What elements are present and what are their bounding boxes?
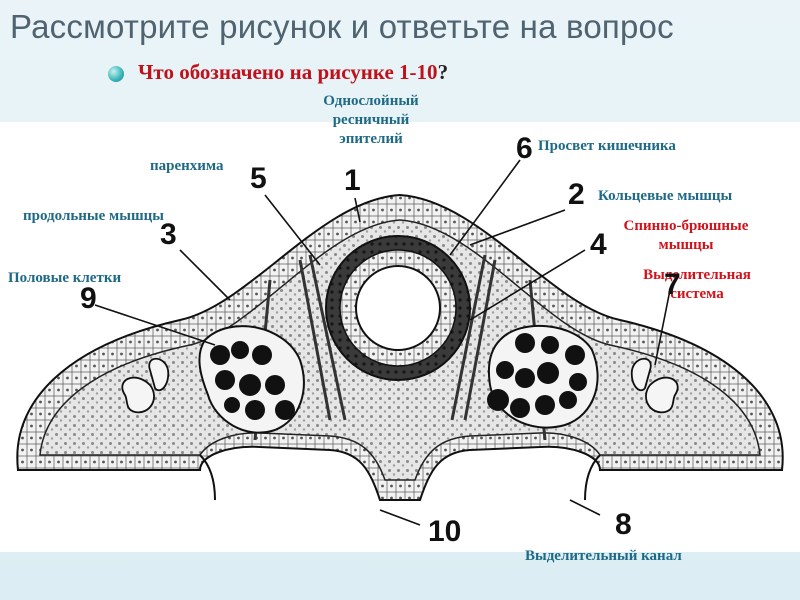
marker-3: 3 <box>160 218 177 251</box>
question-body: Что обозначено на рисунке 1-10 <box>138 60 438 84</box>
marker-5: 5 <box>250 162 267 195</box>
question-mark: ? <box>437 60 449 84</box>
marker-4: 4 <box>590 228 607 261</box>
intestine-lumen <box>355 265 441 351</box>
marker-10: 10 <box>428 515 462 548</box>
planarian-cross-section-figure <box>0 122 800 552</box>
label-circular-muscles: Кольцевые мышцы <box>598 188 733 204</box>
marker-1: 1 <box>344 164 361 197</box>
label-lumen: Просвет кишечника <box>538 138 676 154</box>
label-excretory-system: Выделительная система <box>643 267 751 302</box>
marker-6: 6 <box>516 132 533 165</box>
sex-cells-right <box>487 333 587 418</box>
bullet-icon <box>108 66 124 82</box>
pointer-lines <box>94 159 671 526</box>
label-longitudinal-muscles: продольные мышцы <box>23 208 164 224</box>
marker-8: 8 <box>615 508 632 541</box>
marker-9: 9 <box>80 282 97 315</box>
excretory-canals <box>199 454 601 501</box>
cross-section-drawing <box>16 159 784 526</box>
marker-2: 2 <box>568 178 585 211</box>
sex-cells-left <box>210 341 295 420</box>
excretory-organ-right <box>630 357 679 414</box>
label-sex-cells: Половые клетки <box>8 270 122 286</box>
marker-7: 7 <box>664 268 681 301</box>
label-epithelium: Однослойный ресничный эпителий <box>323 93 419 147</box>
question-text: Что обозначено на рисунке 1-10? <box>138 60 448 85</box>
label-parenchyma: паренхима <box>150 158 224 174</box>
slide-title: Рассмотрите рисунок и ответьте на вопрос <box>10 8 674 45</box>
label-dorsoventral-muscles: Спинно-брюшные мышцы <box>623 218 749 253</box>
label-excretory-canal: Выделительный канал <box>525 548 682 564</box>
excretory-organ-left <box>121 357 170 414</box>
